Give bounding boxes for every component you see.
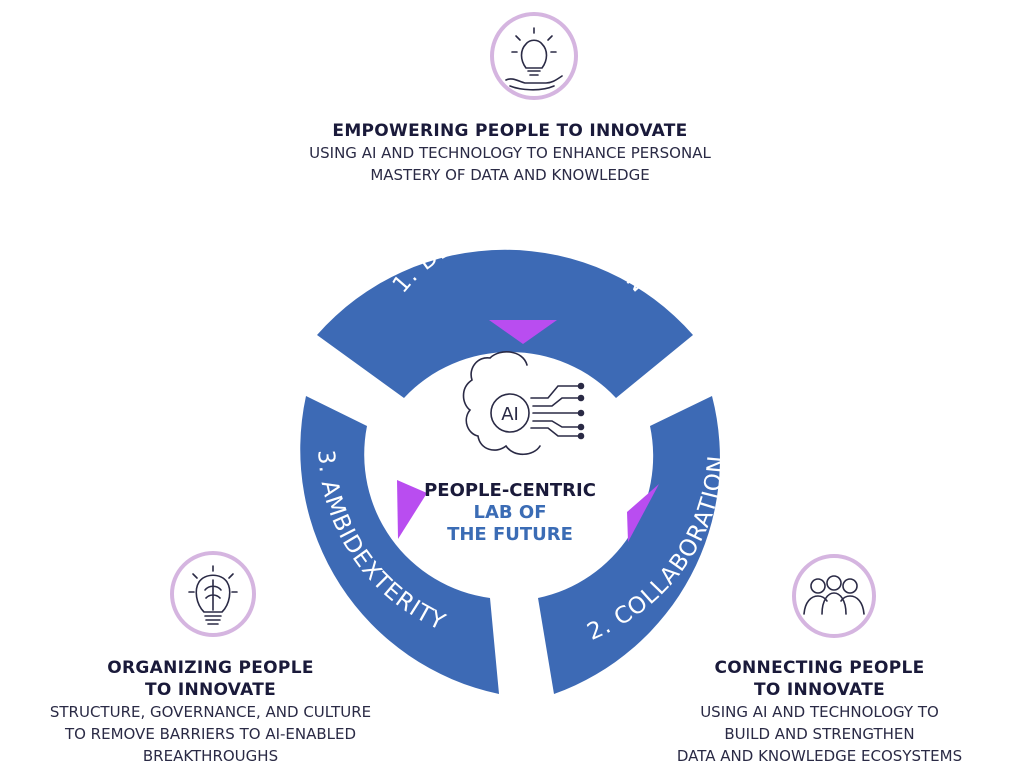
left-heading-line2: TO INNOVATE bbox=[144, 680, 277, 700]
top-desc-line1: USING AI AND TECHNOLOGY TO ENHANCE PERSO… bbox=[309, 144, 711, 162]
right-heading-line2: TO INNOVATE bbox=[753, 680, 886, 700]
lightbulb-hand-icon bbox=[490, 12, 578, 100]
ai-badge-label: AI bbox=[501, 404, 519, 425]
ai-brain-icon bbox=[462, 351, 585, 456]
right-heading-line1: CONNECTING PEOPLE bbox=[714, 658, 925, 678]
left-heading-line1: ORGANIZING PEOPLE bbox=[107, 658, 314, 678]
people-group-icon bbox=[792, 554, 876, 638]
right-text-block: CONNECTING PEOPLE TO INNOVATE USING AI A… bbox=[620, 657, 1019, 767]
center-text-block: PEOPLE-CENTRIC LAB OF THE FUTURE bbox=[405, 480, 615, 546]
brain-bulb-icon bbox=[170, 551, 256, 637]
arrow-right-icon bbox=[397, 480, 427, 539]
arrow-down-icon bbox=[489, 320, 557, 344]
center-title-line2: LAB OF bbox=[473, 502, 547, 523]
left-desc-line3: BREAKTHROUGHS bbox=[142, 747, 279, 765]
top-desc-line2: MASTERY OF DATA AND KNOWLEDGE bbox=[370, 166, 650, 184]
right-desc-line3: DATA AND KNOWLEDGE ECOSYSTEMS bbox=[676, 747, 963, 765]
arrow-left-icon bbox=[627, 484, 659, 542]
right-desc-line2: BUILD AND STRENGTHEN bbox=[724, 725, 915, 743]
left-text-block: ORGANIZING PEOPLE TO INNOVATE STRUCTURE,… bbox=[0, 657, 421, 767]
center-title-line1: PEOPLE-CENTRIC bbox=[424, 480, 596, 501]
segment-ambidexterity bbox=[300, 396, 499, 694]
center-title-line3: THE FUTURE bbox=[447, 524, 573, 545]
segment-collaboration bbox=[538, 396, 720, 694]
left-desc-line1: STRUCTURE, GOVERNANCE, AND CULTURE bbox=[49, 703, 372, 721]
top-heading: EMPOWERING PEOPLE TO INNOVATE bbox=[332, 121, 688, 141]
left-desc-line2: TO REMOVE BARRIERS TO AI-ENABLED bbox=[64, 725, 357, 743]
top-text-block: EMPOWERING PEOPLE TO INNOVATE USING AI A… bbox=[210, 120, 810, 186]
right-desc-line1: USING AI AND TECHNOLOGY TO bbox=[700, 703, 939, 721]
